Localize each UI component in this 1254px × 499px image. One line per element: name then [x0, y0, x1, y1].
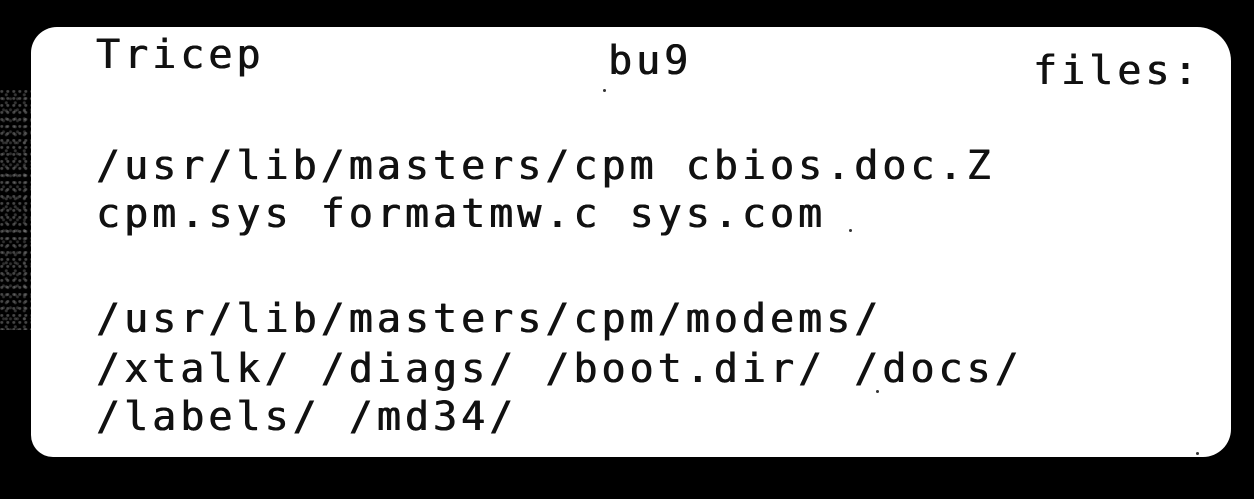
- listing-line-2: cpm.sys formatmw.c sys.com: [96, 191, 827, 237]
- listing-line-5: /labels/ /md34/: [96, 394, 518, 440]
- label-card: Tricep bu9 files: /usr/lib/masters/cpm c…: [31, 27, 1231, 457]
- listing-line-4: /xtalk/ /diags/ /boot.dir/ /docs/: [96, 346, 1023, 392]
- print-speck: [1196, 452, 1199, 455]
- print-speck: [876, 390, 879, 393]
- header-left-text: Tricep: [96, 32, 265, 78]
- header-center-text: bu9: [608, 38, 693, 84]
- listing-line-1: /usr/lib/masters/cpm cbios.doc.Z: [96, 143, 995, 189]
- print-speck: [849, 229, 852, 232]
- listing-line-3: /usr/lib/masters/cpm/modems/: [96, 296, 883, 342]
- edge-noise: [0, 90, 34, 330]
- header-right-text: files:: [1033, 48, 1202, 94]
- print-speck: [603, 89, 606, 92]
